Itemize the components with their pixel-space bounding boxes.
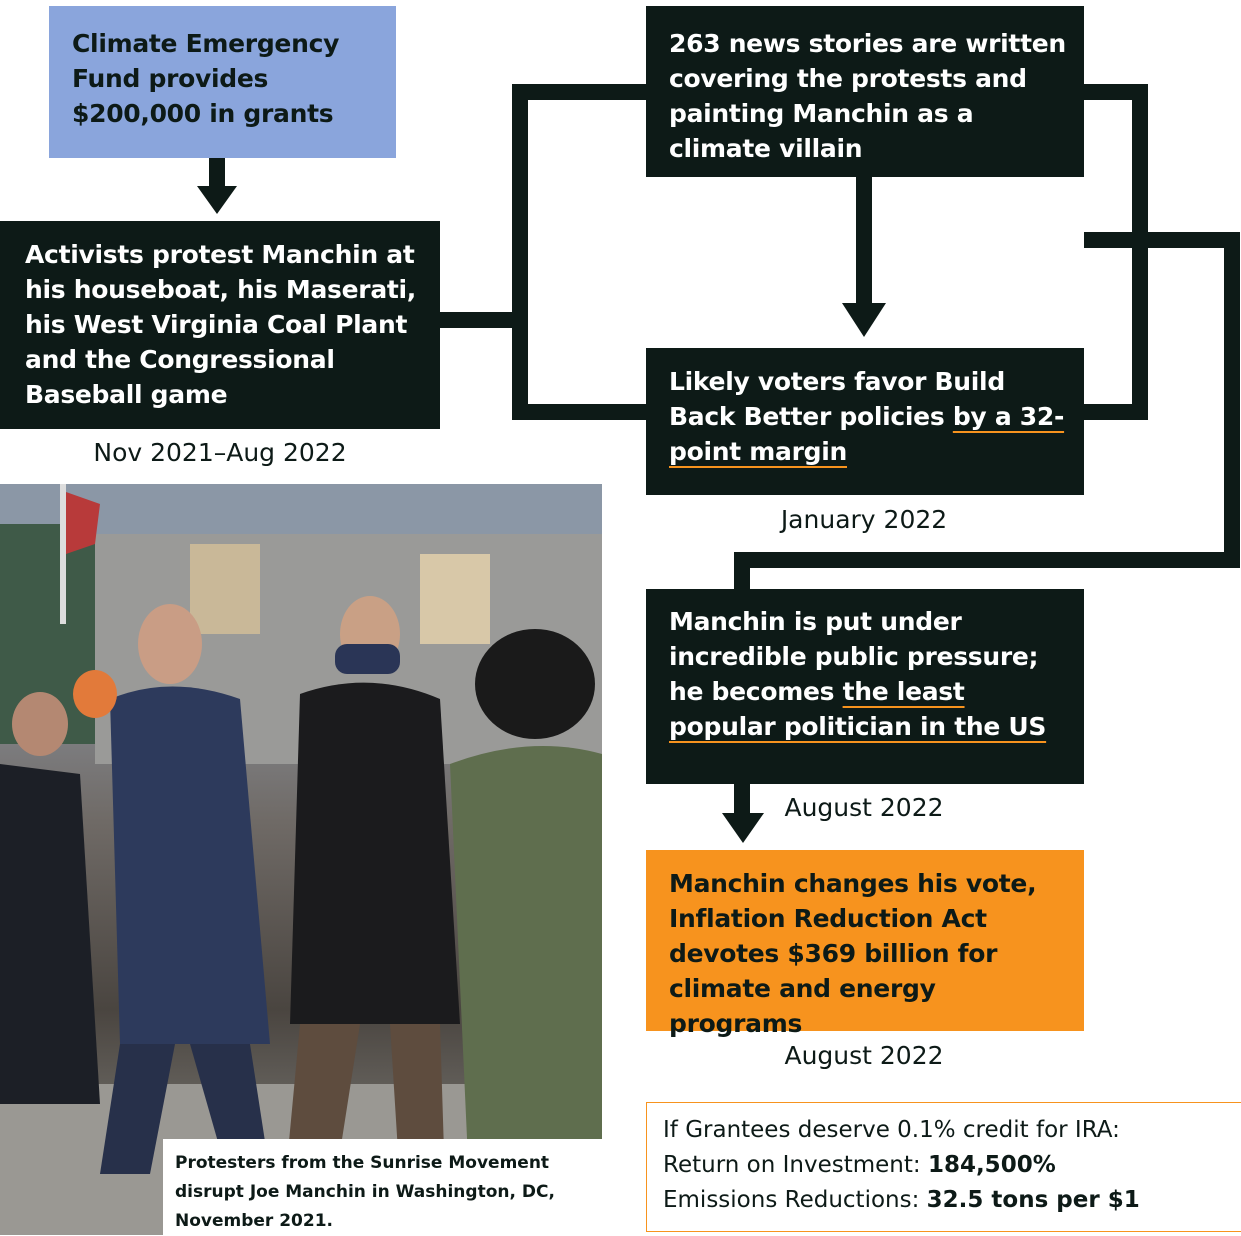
arrowhead-grants-to-protest <box>197 186 237 214</box>
roi-condition: If Grantees deserve 0.1% credit for IRA: <box>663 1117 1120 1143</box>
grants-text: Climate Emergency Fund provides $200,000… <box>72 29 340 128</box>
voters-text: Likely voters favor Build Back Better po… <box>669 367 1005 431</box>
emissions-value: 32.5 tons per $1 <box>926 1187 1140 1213</box>
date-protest: Nov 2021–Aug 2022 <box>93 438 347 467</box>
connector-right-to-pressure <box>734 232 1240 590</box>
grants-box: Climate Emergency Fund provides $200,000… <box>49 6 396 158</box>
arrowhead-news-to-voters <box>842 303 886 337</box>
date-pressure: August 2022 <box>784 793 944 822</box>
voters-margin-link[interactable]: by a 32-point margin <box>669 402 1065 466</box>
emissions-line: Emissions Reductions: 32.5 tons per $1 <box>663 1183 1225 1218</box>
photo-illustration <box>0 484 602 1235</box>
roi-label: Return on Investment: <box>663 1152 928 1178</box>
pressure-text: Manchin is put under incredible public p… <box>669 607 1039 706</box>
date-vote: August 2022 <box>784 1041 944 1070</box>
news-box: 263 news stories are written covering th… <box>646 6 1084 177</box>
vote-box: Manchin changes his vote, Inflation Redu… <box>646 850 1084 1038</box>
connector-loop-left <box>512 84 650 420</box>
photo-caption: Protesters from the Sunrise Movement dis… <box>163 1139 602 1235</box>
voters-box: Likely voters favor Build Back Better po… <box>646 348 1084 495</box>
news-text: 263 news stories are written covering th… <box>669 29 1066 163</box>
roi-line: Return on Investment: 184,500% <box>663 1148 1225 1183</box>
arrowhead-pressure-to-vote <box>722 813 764 843</box>
protest-box: Activists protest Manchin at his housebo… <box>0 221 440 429</box>
connector-loop-right <box>1084 84 1148 420</box>
protest-photo <box>0 484 602 1235</box>
emissions-label: Emissions Reductions: <box>663 1187 927 1213</box>
pressure-box: Manchin is put under incredible public p… <box>646 589 1084 784</box>
date-voters: January 2022 <box>780 505 948 534</box>
roi-value: 184,500% <box>927 1152 1056 1178</box>
least-popular-link[interactable]: the least popular politician in the US <box>669 677 1047 741</box>
protest-text: Activists protest Manchin at his housebo… <box>25 240 417 409</box>
roi-box: If Grantees deserve 0.1% credit for IRA:… <box>646 1102 1241 1232</box>
vote-text: Manchin changes his vote, Inflation Redu… <box>669 869 1037 1038</box>
